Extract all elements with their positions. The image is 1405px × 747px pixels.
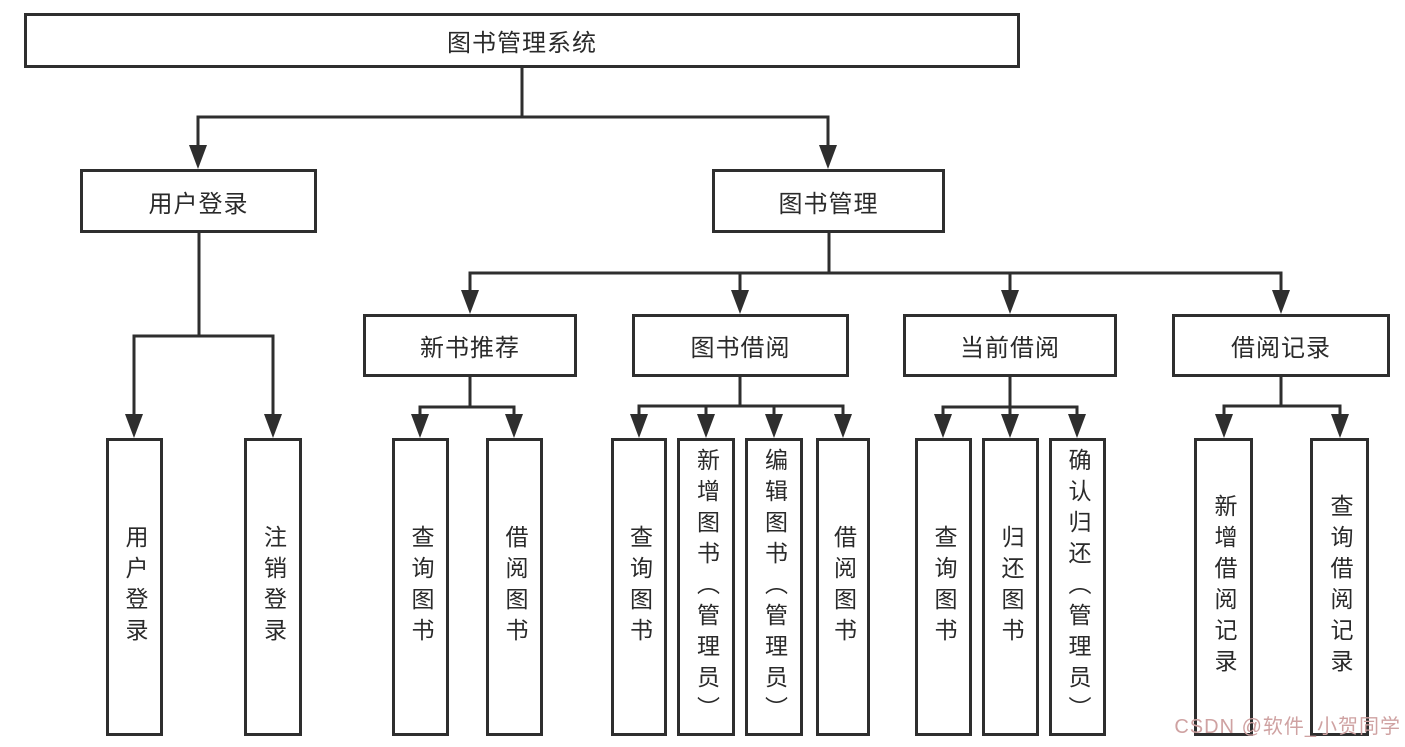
node-user-login: 用户登录 xyxy=(80,169,317,233)
leaf-label: 归还图书 xyxy=(998,525,1024,649)
node-book-borrowing: 图书借阅 xyxy=(632,314,849,377)
node-new-book-recommendation: 新书推荐 xyxy=(363,314,577,377)
watermark: CSDN @软件_小贺同学 xyxy=(1174,716,1401,738)
arrowheads xyxy=(125,145,1349,438)
leaf-query-borrow-record: 查询借阅记录 xyxy=(1310,438,1369,736)
leaf-label: 借阅图书 xyxy=(830,525,857,649)
leaf-query-books-borrow: 查询图书 xyxy=(611,438,667,736)
leaf-borrow-books: 借阅图书 xyxy=(816,438,870,736)
leaf-confirm-return-admin: 确认归还（管理员） xyxy=(1049,438,1106,736)
leaf-user-login: 用户登录 xyxy=(106,438,163,736)
leaf-return-books: 归还图书 xyxy=(982,438,1039,736)
leaf-edit-books-admin: 编辑图书（管理员） xyxy=(745,438,803,736)
node-label: 新书推荐 xyxy=(420,335,520,362)
leaf-borrow-books-recommend: 借阅图书 xyxy=(486,438,543,736)
leaf-label: 借阅图书 xyxy=(502,525,528,649)
node-label: 图书借阅 xyxy=(690,335,791,362)
leaf-label: 确认归还（管理员） xyxy=(1065,447,1091,727)
leaf-logout: 注销登录 xyxy=(244,438,302,736)
leaf-label: 新增借阅记录 xyxy=(1211,494,1237,680)
leaf-query-books-current: 查询图书 xyxy=(915,438,972,736)
leaf-add-books-admin: 新增图书（管理员） xyxy=(677,438,735,736)
node-label: 当前借阅 xyxy=(960,335,1060,362)
node-label: 借阅记录 xyxy=(1231,335,1331,362)
leaf-label: 用户登录 xyxy=(122,525,148,649)
leaf-label: 查询图书 xyxy=(626,525,653,649)
leaf-label: 查询图书 xyxy=(931,525,957,649)
node-label: 图书管理系统 xyxy=(447,30,597,57)
node-current-borrowing: 当前借阅 xyxy=(903,314,1117,377)
leaf-label: 新增图书（管理员） xyxy=(693,447,720,727)
node-label: 用户登录 xyxy=(148,190,249,218)
leaf-label: 查询图书 xyxy=(408,525,434,649)
leaf-label: 查询借阅记录 xyxy=(1327,494,1353,680)
leaf-query-books-recommend: 查询图书 xyxy=(392,438,449,736)
leaf-add-borrow-record: 新增借阅记录 xyxy=(1194,438,1253,736)
leaf-label: 注销登录 xyxy=(260,525,287,649)
node-library-management-system: 图书管理系统 xyxy=(24,13,1020,68)
node-book-management: 图书管理 xyxy=(712,169,945,233)
leaf-label: 编辑图书（管理员） xyxy=(761,447,788,727)
node-label: 图书管理 xyxy=(778,190,879,218)
node-borrowing-records: 借阅记录 xyxy=(1172,314,1390,377)
